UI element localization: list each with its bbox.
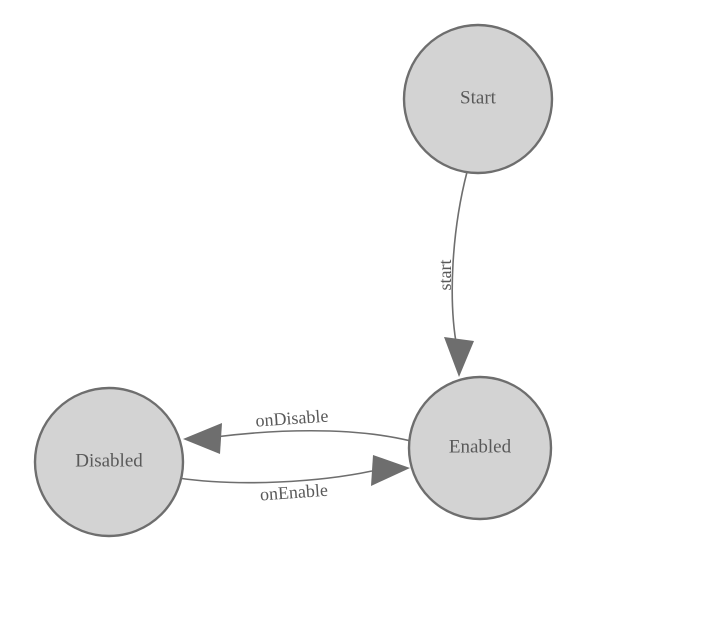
node-enabled-label: Enabled — [449, 436, 512, 457]
node-enabled-circle — [407, 375, 553, 521]
edge-path-disabled-to-enabled — [177, 470, 373, 484]
edge-label-start: start — [435, 260, 455, 291]
edge-enabled-to-disabled[interactable]: onDisable — [183, 406, 412, 454]
edge-path-start-to-enabled — [451, 171, 468, 349]
node-disabled-label: Disabled — [75, 450, 143, 471]
node-disabled-circle — [33, 386, 185, 538]
node-start[interactable]: Start — [402, 23, 554, 175]
node-enabled[interactable]: Enabled — [407, 375, 553, 521]
edge-path-enabled-to-disabled — [214, 429, 412, 442]
node-disabled[interactable]: Disabled — [33, 386, 185, 538]
edge-disabled-to-enabled[interactable]: onEnable — [177, 455, 410, 505]
arrowhead-into-disabled — [183, 423, 222, 454]
edge-label-onenable: onEnable — [259, 480, 328, 505]
node-start-circle — [402, 23, 554, 175]
arrowhead-into-enabled-from-disabled — [371, 455, 410, 486]
edge-start-to-enabled[interactable]: start — [435, 171, 474, 377]
edge-label-ondisable: onDisable — [255, 406, 329, 431]
node-start-label: Start — [460, 87, 497, 108]
arrowhead-into-enabled-from-start — [444, 337, 474, 377]
